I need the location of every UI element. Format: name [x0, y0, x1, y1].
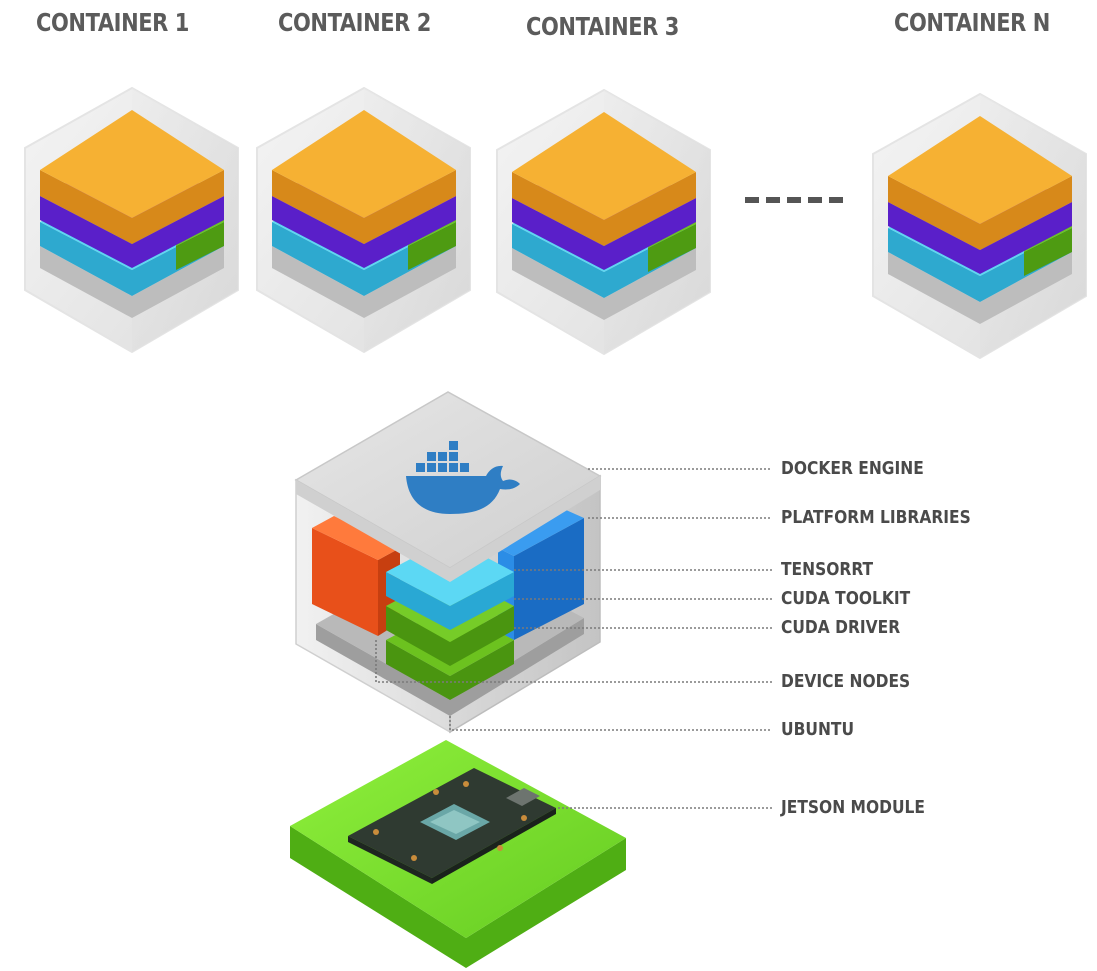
container-n-title: CONTAINER N [894, 8, 1050, 37]
platform-block-red [312, 528, 378, 636]
label-ubuntu: UBUNTU [781, 719, 855, 740]
label-platform-libraries: PLATFORM LIBRARIES [781, 507, 971, 528]
container-2-title: CONTAINER 2 [278, 8, 431, 37]
container-3-stack [496, 89, 711, 355]
cuda-toolkit-layer [386, 606, 514, 666]
container-1-stack [24, 86, 239, 354]
container-3-title: CONTAINER 3 [526, 12, 679, 41]
docker-engine-cube [294, 391, 602, 734]
label-docker-engine: DOCKER ENGINE [781, 458, 924, 479]
label-cuda-toolkit: CUDA TOOLKIT [781, 588, 911, 609]
label-cuda-driver: CUDA DRIVER [781, 617, 901, 638]
container-n-stack [872, 93, 1087, 359]
label-jetson-module: JETSON MODULE [781, 797, 925, 818]
container-1-title: CONTAINER 1 [36, 8, 189, 37]
label-tensorrt: TENSORRT [781, 559, 874, 580]
more-containers-ellipsis [745, 197, 843, 203]
label-leader-lines [375, 468, 772, 809]
container-2-stack [256, 87, 471, 353]
jetson-module-board [290, 740, 626, 968]
platform-block-blue [514, 518, 584, 640]
tensorrt-layer [386, 572, 514, 630]
docker-whale-icon [406, 441, 520, 514]
cuda-driver-layer [386, 640, 514, 700]
label-device-nodes: DEVICE NODES [781, 671, 911, 692]
